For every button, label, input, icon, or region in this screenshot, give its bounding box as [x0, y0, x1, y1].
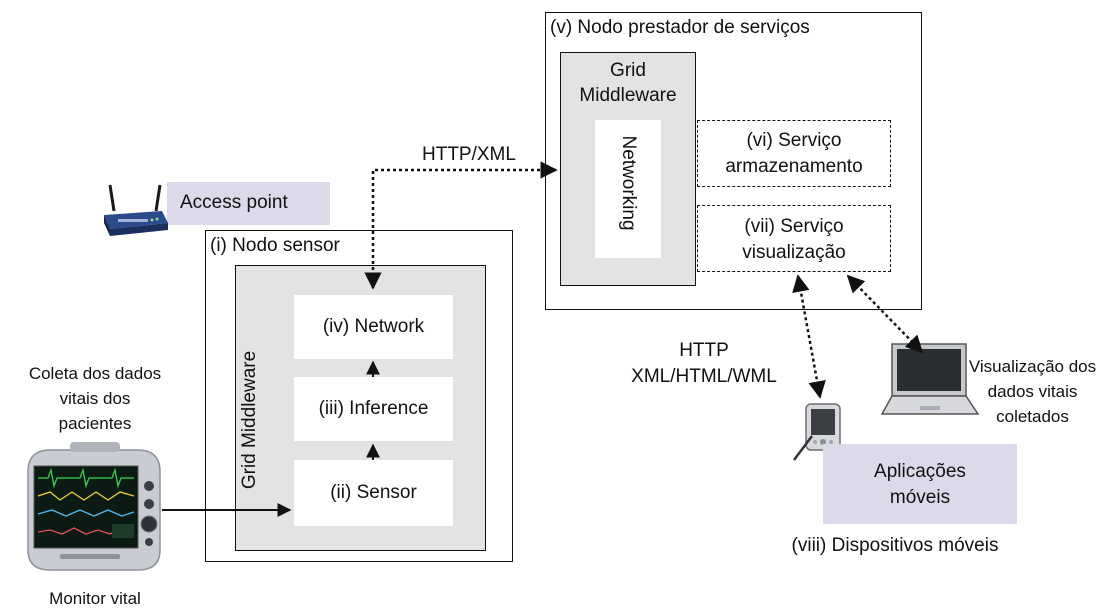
visualization-service-box — [697, 205, 891, 272]
http-xml-link — [364, 161, 558, 290]
mobile-devices-label: (viii) Dispositivos móveis — [791, 535, 999, 556]
http-label-line2: XML/HTML/WML — [631, 366, 777, 387]
laptop-caption-line2: dados vitais — [987, 382, 1078, 401]
monitor-caption-line3: pacientes — [58, 414, 132, 433]
monitor-label: Monitor vital — [49, 589, 141, 608]
http-label-line1: HTTP — [679, 340, 729, 361]
visualization-service-label-line1: (vii) Serviço — [744, 216, 844, 237]
router-icon — [104, 184, 168, 236]
networking-module — [595, 120, 661, 258]
mobile-apps-label-bg — [823, 444, 1017, 524]
monitor-caption-line1: Coleta dos dados — [28, 364, 162, 383]
monitor-caption-line2: vitais dos — [59, 389, 131, 408]
inference-module-label: (iii) Inference — [318, 398, 429, 419]
mobile-apps-label-line1: Aplicações — [874, 461, 966, 482]
storage-service-label-line2: armazenamento — [725, 156, 863, 177]
inference-module — [294, 377, 453, 441]
storage-service-label-line1: (vi) Serviço — [746, 130, 842, 151]
storage-service-box — [697, 120, 891, 187]
service-middleware-label-line2: Middleware — [579, 85, 677, 106]
network-module-label: (iv) Network — [322, 316, 425, 337]
sensor-module-label: (ii) Sensor — [330, 482, 417, 503]
laptop-caption-line3: coletados — [996, 407, 1069, 426]
service-node-title: (v) Nodo prestador de serviços — [550, 17, 810, 38]
visualization-to-laptop-link — [846, 274, 924, 354]
vital-monitor-icon — [27, 442, 161, 571]
mobile-apps-label-line2: móveis — [889, 487, 951, 508]
access-point-label: Access point — [180, 192, 288, 213]
sensor-node-title: (i) Nodo sensor — [210, 235, 340, 256]
visualization-to-pda-link — [792, 274, 826, 399]
visualization-service-label-line2: visualização — [742, 242, 846, 263]
sensor-module — [294, 460, 453, 526]
access-point-label-bg — [167, 182, 330, 225]
laptop-caption-line1: Visualização dos — [968, 357, 1097, 376]
http-xml-label: HTTP/XML — [422, 144, 516, 165]
network-module — [294, 295, 453, 359]
service-middleware-label-line1: Grid — [610, 60, 646, 81]
laptop-icon — [880, 343, 980, 415]
